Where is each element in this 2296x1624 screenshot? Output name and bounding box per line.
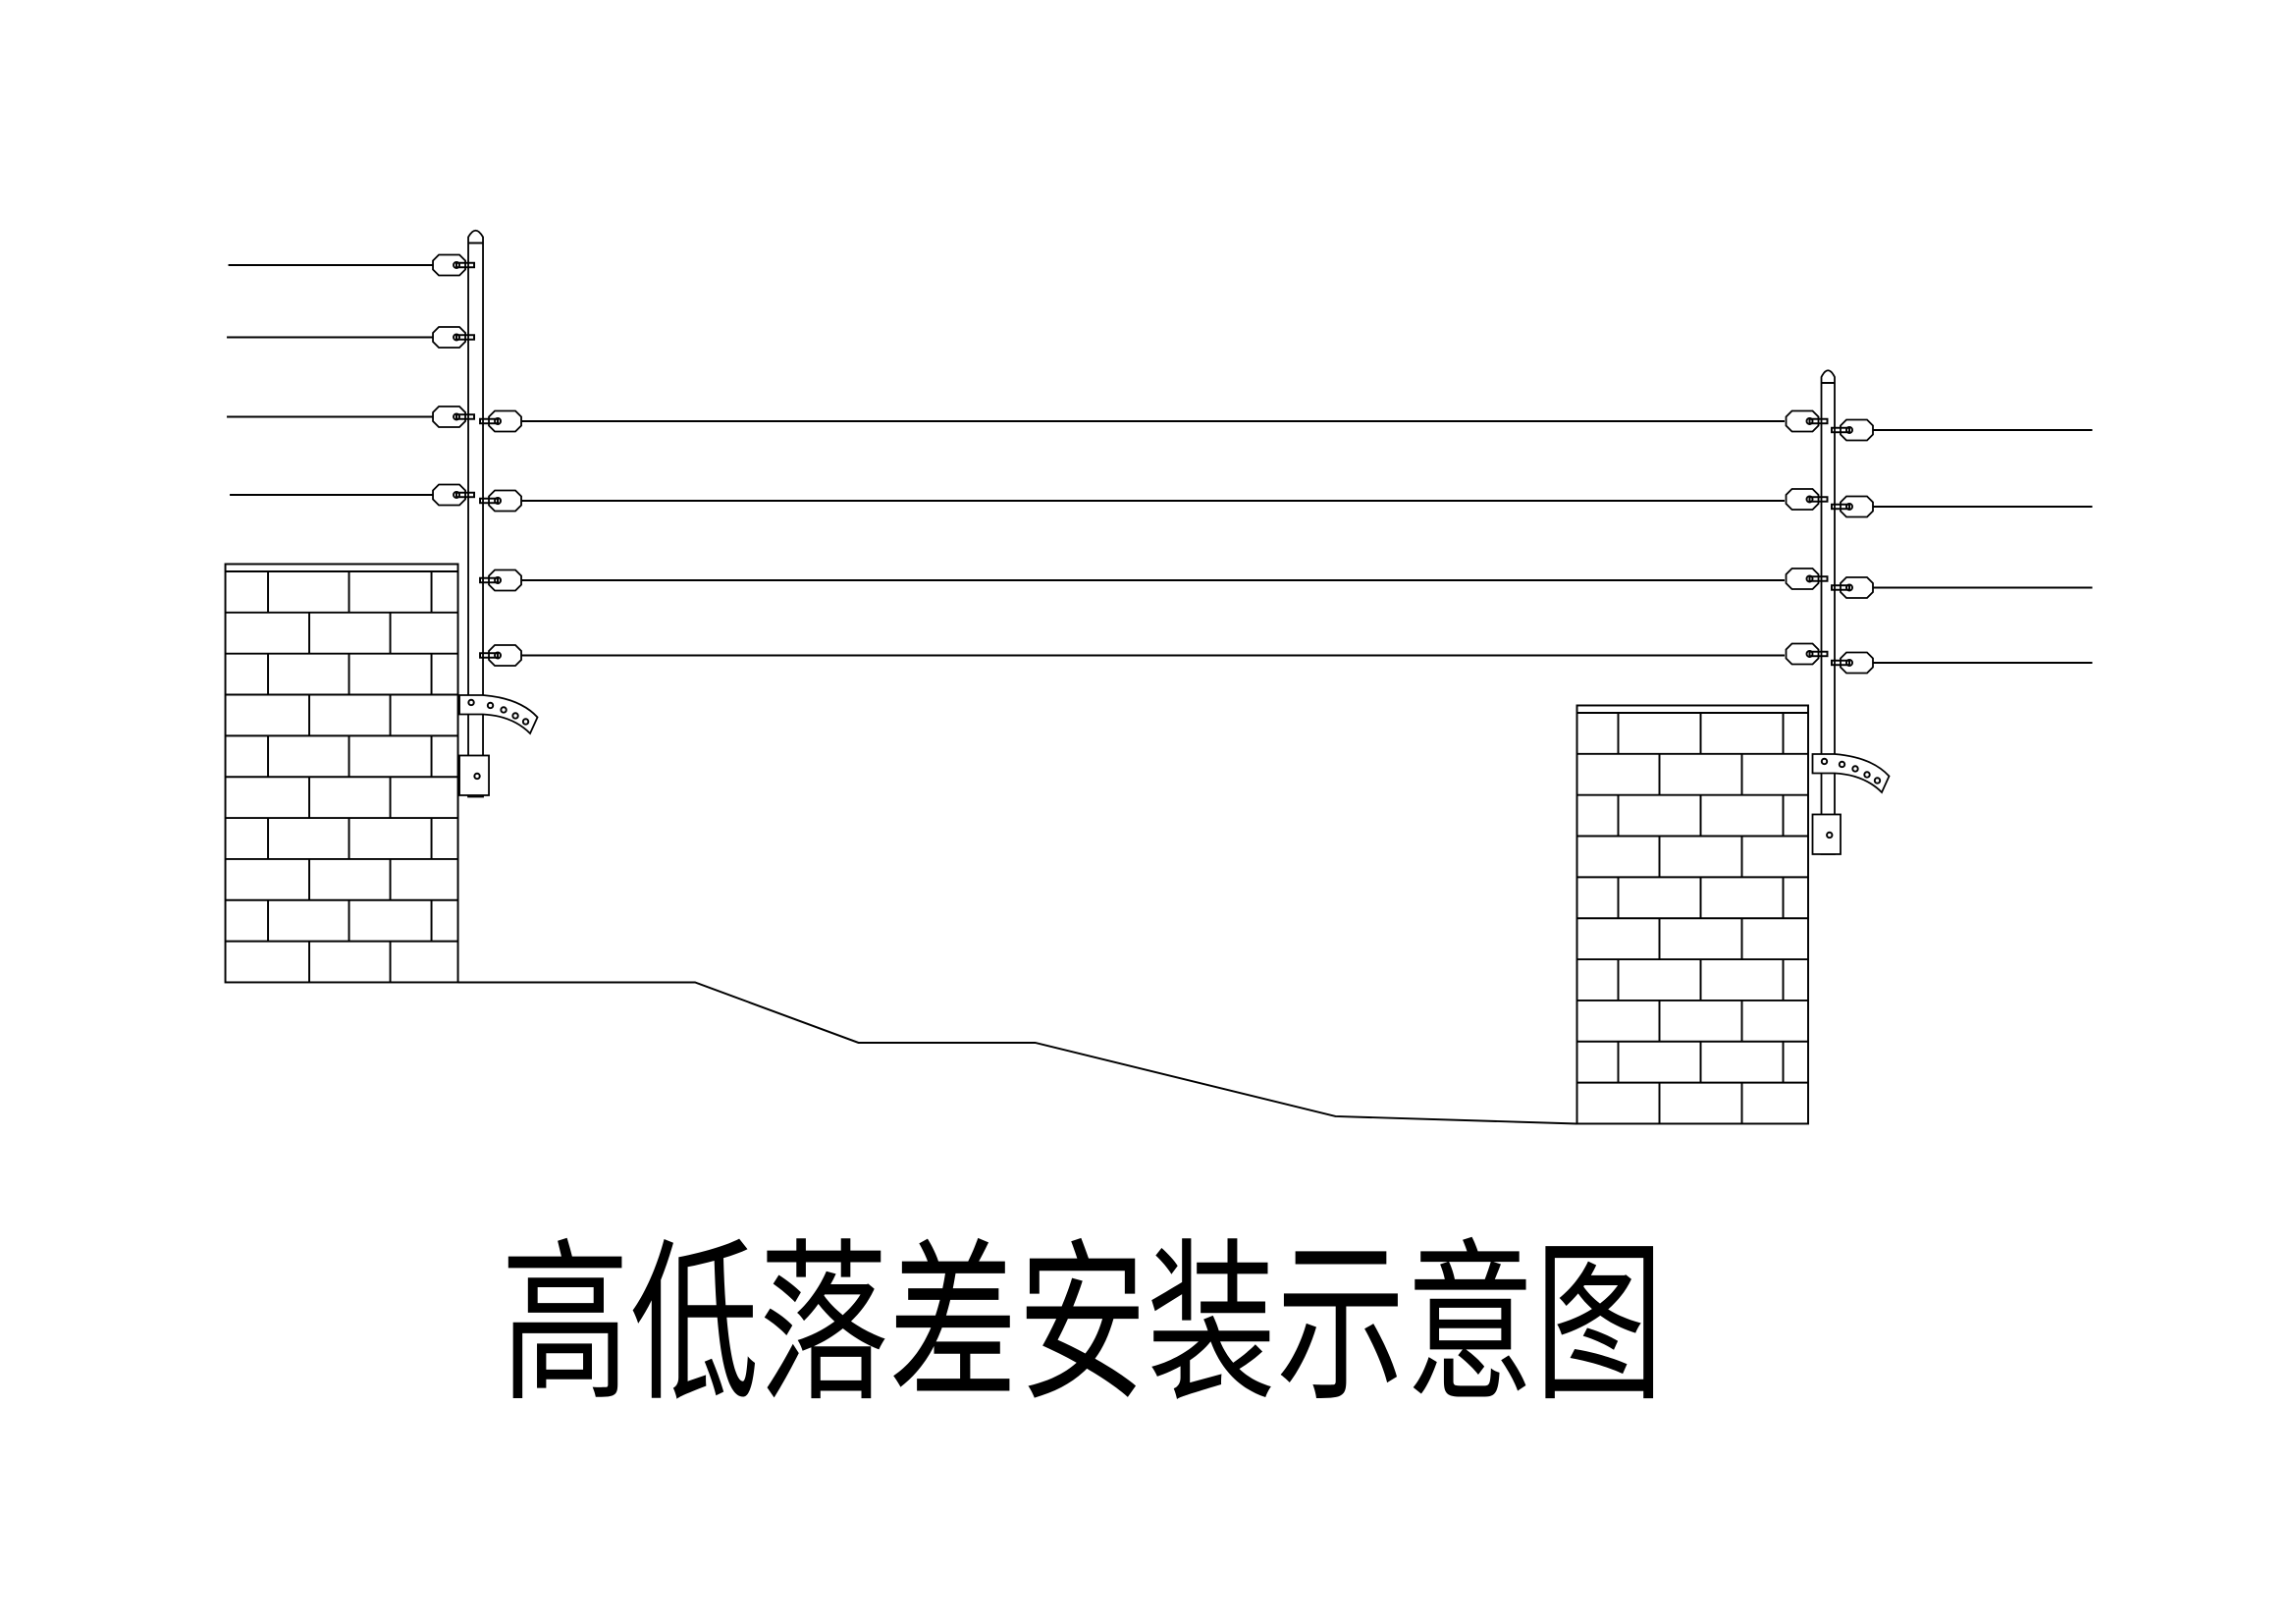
insulator-body: [1785, 642, 1820, 666]
ground-slope-line: [457, 981, 1577, 1125]
insulator-pin: [455, 491, 476, 499]
clamp-bolt: [1826, 831, 1834, 839]
insulator-body: [1840, 576, 1874, 599]
wall-outline: [1575, 704, 1809, 1125]
insulator-body: [432, 326, 466, 349]
bracket-hole: [1851, 765, 1859, 773]
insulator-pin: [1808, 650, 1829, 658]
bracket-plate: [1811, 753, 1891, 794]
insulator: [432, 406, 476, 428]
insulator: [1831, 418, 1874, 442]
insulator-pin: [1831, 503, 1850, 511]
insulator: [479, 489, 522, 513]
bracket-hole: [1873, 777, 1882, 785]
insulator-body: [488, 409, 522, 433]
brick-walls: [224, 563, 1809, 1125]
fence-wires: [227, 264, 2093, 664]
insulator: [479, 568, 522, 592]
insulator: [1785, 642, 1829, 666]
insulator-pin: [479, 576, 500, 584]
insulator-body: [1840, 418, 1874, 442]
insulator-pin: [1808, 417, 1829, 425]
fence-poles: [432, 229, 1891, 855]
fence-pole: [432, 229, 539, 798]
insulator-body: [432, 406, 466, 428]
insulator: [1785, 409, 1829, 433]
insulator-body: [488, 644, 522, 667]
bracket-hole: [511, 712, 519, 720]
fence-pole: [1785, 369, 1891, 855]
insulator: [1785, 568, 1829, 590]
ground-line: [457, 981, 1577, 1125]
insulator-body: [1785, 488, 1820, 511]
insulator-pin: [1831, 659, 1850, 667]
insulator-body: [1785, 409, 1820, 433]
insulator-body: [488, 568, 522, 592]
insulator-body: [432, 253, 466, 277]
bracket-hole: [521, 718, 530, 726]
insulator-pin: [1831, 584, 1850, 591]
bracket-hole: [467, 698, 475, 707]
insulator-pin: [455, 413, 476, 420]
mounting-bracket: [1811, 753, 1891, 794]
insulator-pin: [1808, 496, 1829, 503]
mounting-bracket: [458, 694, 539, 735]
insulator: [432, 483, 476, 507]
insulator: [1831, 495, 1874, 518]
insulator-pin: [1808, 575, 1829, 582]
bracket-hole: [1838, 760, 1846, 769]
insulator-body: [432, 483, 466, 507]
insulator: [479, 409, 522, 433]
wall-outline: [224, 563, 459, 984]
diagram-title: 高低落差安装示意图: [501, 1223, 1664, 1426]
insulator-pin: [479, 417, 500, 425]
insulator-body: [1840, 495, 1874, 518]
clamp-bolt: [473, 772, 481, 781]
insulator-pin: [479, 652, 500, 659]
insulator-pin: [455, 261, 476, 269]
brick-wall: [1575, 704, 1809, 1125]
bracket-hole: [1820, 757, 1829, 766]
bracket-hole: [500, 706, 507, 714]
insulator-body: [488, 489, 522, 513]
insulator-body: [1840, 651, 1874, 675]
insulator: [432, 253, 476, 277]
insulator-pin: [479, 497, 500, 505]
bracket-hole: [486, 701, 495, 710]
insulator-pin: [1831, 426, 1850, 434]
insulator: [1785, 488, 1829, 511]
insulator: [1831, 576, 1874, 599]
insulator: [432, 326, 476, 349]
insulator-body: [1785, 568, 1820, 590]
brick-wall: [224, 563, 459, 984]
bracket-hole: [1863, 771, 1871, 779]
insulator: [479, 644, 522, 667]
bracket-plate: [458, 694, 539, 735]
insulator-pin: [455, 334, 476, 341]
insulator: [1831, 651, 1874, 675]
pole-body: [1820, 369, 1836, 855]
